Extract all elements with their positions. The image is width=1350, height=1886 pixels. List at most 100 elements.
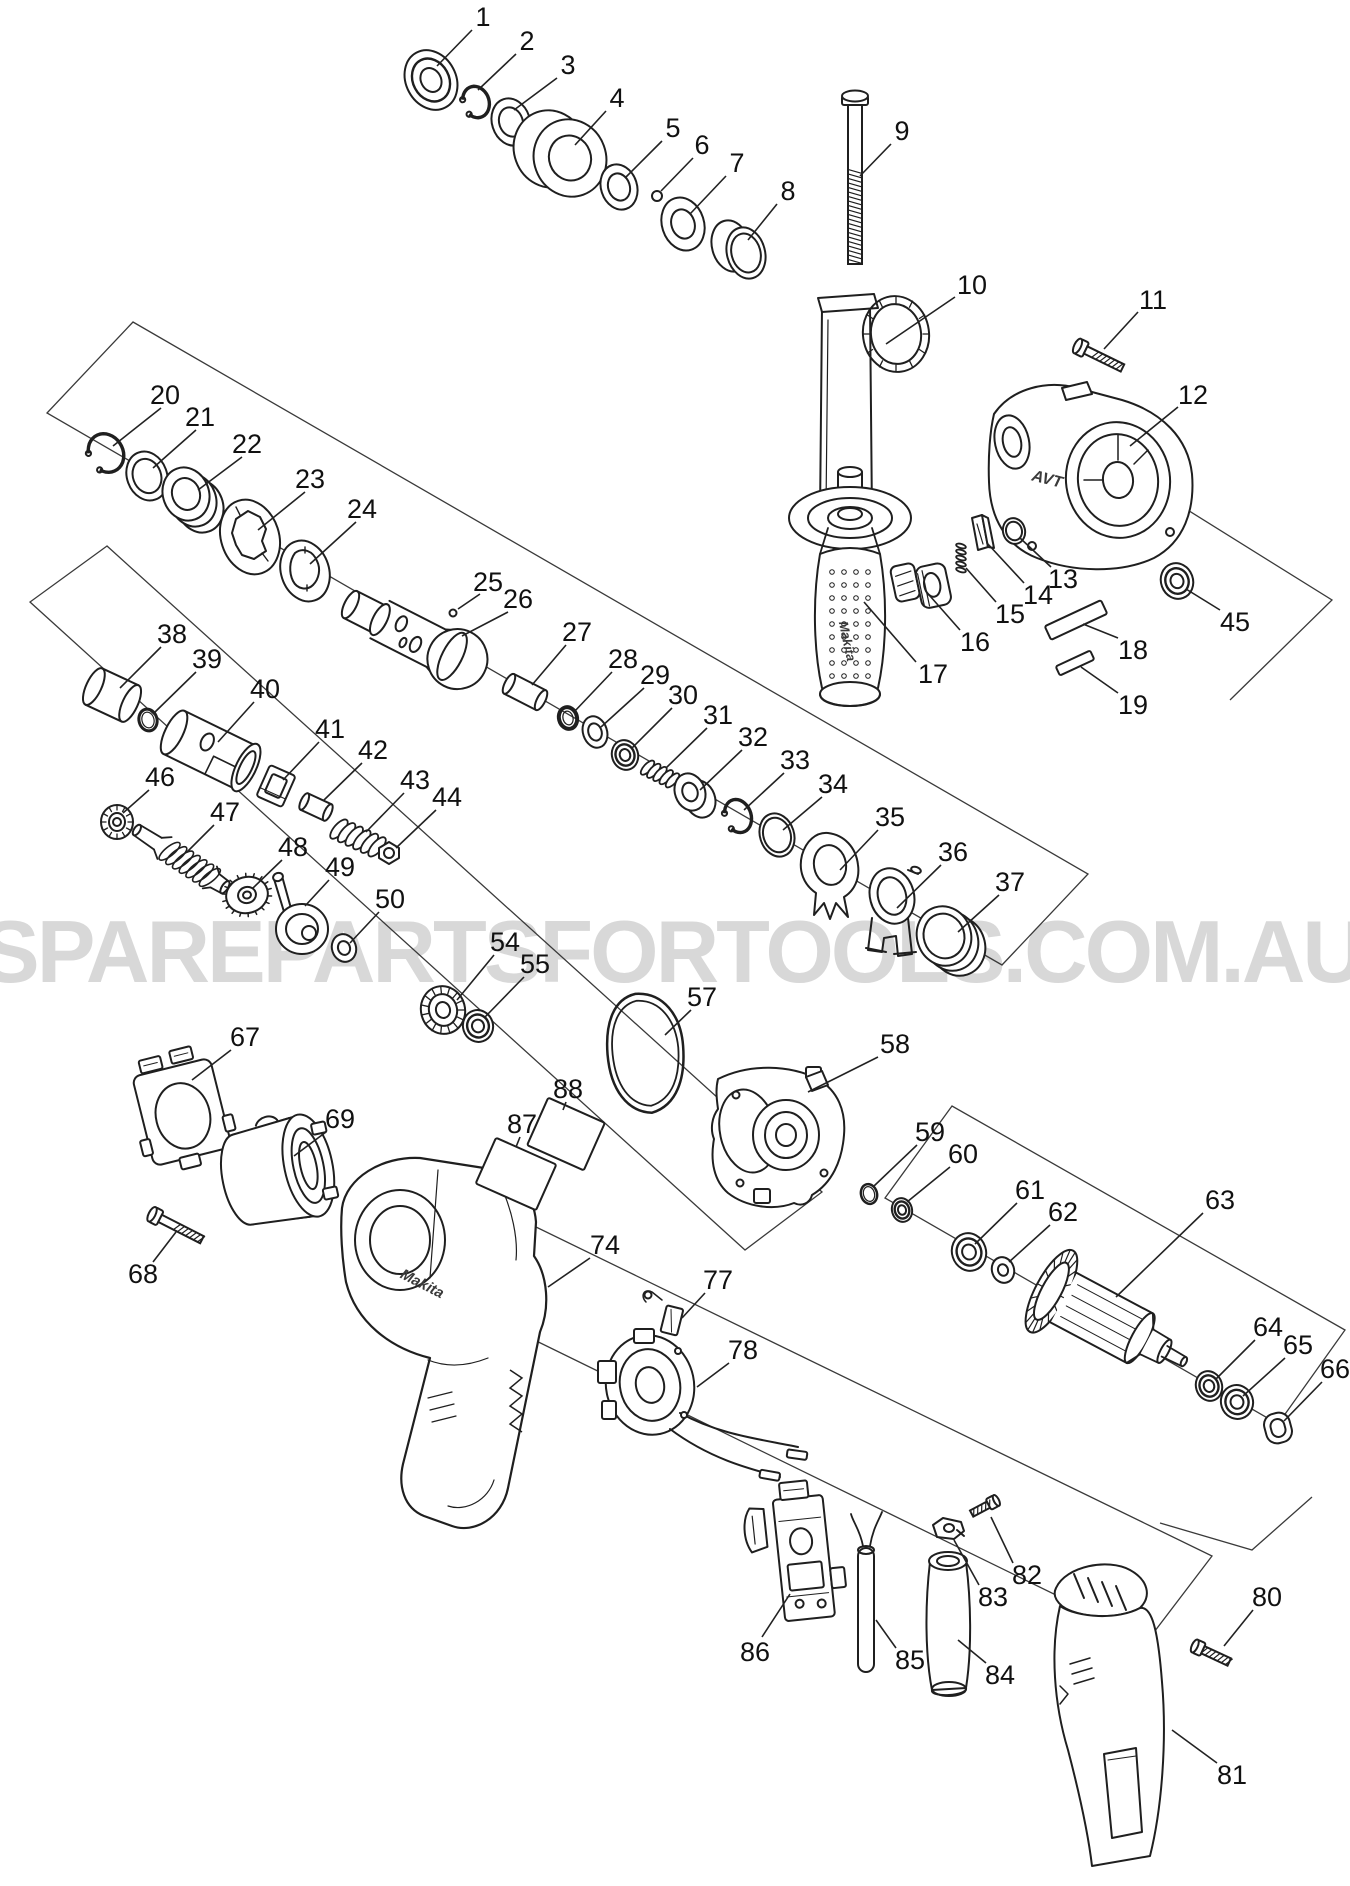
part-22 bbox=[161, 466, 225, 534]
part-42 bbox=[298, 792, 334, 822]
part-81 bbox=[1053, 1563, 1165, 1867]
part-callout-15: 15 bbox=[965, 567, 1025, 629]
part-86 bbox=[743, 1479, 847, 1622]
part-number-36: 36 bbox=[938, 837, 968, 867]
group-box-1 bbox=[45, 321, 1090, 966]
part-number-44: 44 bbox=[432, 782, 462, 812]
part-callout-42: 42 bbox=[323, 735, 388, 801]
part-number-29: 29 bbox=[640, 660, 670, 690]
part-67 bbox=[132, 1045, 237, 1171]
group-box-6 bbox=[1159, 1496, 1313, 1551]
part-number-26: 26 bbox=[503, 584, 533, 614]
part-callout-33: 33 bbox=[743, 745, 810, 811]
part-callout-4: 4 bbox=[574, 83, 625, 146]
part-74 bbox=[340, 1156, 548, 1530]
part-callout-87: 87 bbox=[507, 1109, 537, 1148]
part-number-40: 40 bbox=[250, 674, 280, 704]
part-callout-67: 67 bbox=[191, 1022, 260, 1081]
part-number-31: 31 bbox=[703, 700, 733, 730]
part-54 bbox=[419, 985, 467, 1035]
part-number-41: 41 bbox=[315, 714, 345, 744]
part-33 bbox=[720, 797, 754, 835]
part-24 bbox=[279, 539, 331, 603]
part-number-45: 45 bbox=[1220, 607, 1250, 637]
part-number-15: 15 bbox=[995, 599, 1025, 629]
part-callout-66: 66 bbox=[1283, 1354, 1350, 1422]
part-27 bbox=[501, 672, 549, 712]
part-number-81: 81 bbox=[1217, 1760, 1247, 1790]
group-box-2 bbox=[28, 545, 824, 1251]
part-number-61: 61 bbox=[1015, 1175, 1045, 1205]
part-number-39: 39 bbox=[192, 644, 222, 674]
part-callout-65: 65 bbox=[1242, 1330, 1313, 1397]
part-callout-46: 46 bbox=[122, 762, 175, 814]
part-callout-62: 62 bbox=[1008, 1197, 1078, 1263]
part-59 bbox=[859, 1182, 879, 1206]
part-number-12: 12 bbox=[1178, 380, 1208, 410]
part-23 bbox=[219, 498, 281, 576]
part-number-21: 21 bbox=[185, 402, 215, 432]
part-number-68: 68 bbox=[128, 1259, 158, 1289]
part-callout-59: 59 bbox=[873, 1117, 945, 1187]
part-40 bbox=[159, 709, 262, 793]
part-number-37: 37 bbox=[995, 867, 1025, 897]
part-callout-60: 60 bbox=[906, 1139, 978, 1203]
part-number-62: 62 bbox=[1048, 1197, 1078, 1227]
part-88 bbox=[526, 1097, 606, 1171]
part-41 bbox=[256, 764, 296, 808]
part-43 bbox=[329, 818, 387, 858]
part-callout-43: 43 bbox=[365, 765, 430, 833]
part-44 bbox=[378, 841, 400, 865]
part-callout-31: 31 bbox=[665, 700, 733, 769]
part-61 bbox=[950, 1232, 988, 1272]
part-number-74: 74 bbox=[590, 1230, 620, 1260]
part-87 bbox=[475, 1137, 557, 1211]
part-number-66: 66 bbox=[1320, 1354, 1350, 1384]
part-number-80: 80 bbox=[1252, 1582, 1282, 1612]
part-number-87: 87 bbox=[507, 1109, 537, 1139]
part-callout-30: 30 bbox=[630, 680, 698, 750]
part-callout-28: 28 bbox=[573, 644, 638, 713]
part-number-18: 18 bbox=[1118, 635, 1148, 665]
part-callout-64: 64 bbox=[1214, 1312, 1283, 1381]
part-number-46: 46 bbox=[145, 762, 175, 792]
part-number-27: 27 bbox=[562, 617, 592, 647]
part-12 bbox=[987, 381, 1194, 571]
part-39 bbox=[137, 707, 159, 733]
part-number-35: 35 bbox=[875, 802, 905, 832]
part-78 bbox=[597, 1328, 809, 1482]
part-68 bbox=[146, 1205, 206, 1245]
part-callout-48: 48 bbox=[252, 832, 308, 889]
part-number-63: 63 bbox=[1205, 1185, 1235, 1215]
part-47 bbox=[131, 823, 231, 895]
part-callout-77: 77 bbox=[681, 1265, 733, 1319]
part-callout-74: 74 bbox=[547, 1230, 620, 1288]
part-callout-23: 23 bbox=[257, 464, 325, 531]
part-callout-63: 63 bbox=[1115, 1185, 1235, 1298]
part-number-14: 14 bbox=[1023, 580, 1053, 610]
part-number-32: 32 bbox=[738, 722, 768, 752]
part-57 bbox=[605, 992, 685, 1114]
part-number-25: 25 bbox=[473, 567, 503, 597]
part-number-23: 23 bbox=[295, 464, 325, 494]
part-29 bbox=[581, 715, 609, 749]
part-48 bbox=[221, 872, 273, 918]
part-60 bbox=[890, 1197, 914, 1223]
part-callout-37: 37 bbox=[957, 867, 1025, 933]
part-31 bbox=[639, 759, 681, 789]
part-number-24: 24 bbox=[347, 494, 377, 524]
part-callout-22: 22 bbox=[197, 429, 262, 491]
part-69 bbox=[220, 1113, 340, 1226]
part-number-55: 55 bbox=[520, 949, 550, 979]
part-number-54: 54 bbox=[490, 927, 520, 957]
part-15 bbox=[955, 542, 967, 574]
part-callout-68: 68 bbox=[128, 1231, 177, 1289]
part-number-19: 19 bbox=[1118, 690, 1148, 720]
part-83 bbox=[932, 1517, 965, 1540]
part-55 bbox=[461, 1009, 495, 1043]
part-35 bbox=[799, 831, 860, 920]
part-callout-49: 49 bbox=[304, 852, 355, 907]
part-number-33: 33 bbox=[780, 745, 810, 775]
part-6 bbox=[651, 190, 663, 202]
